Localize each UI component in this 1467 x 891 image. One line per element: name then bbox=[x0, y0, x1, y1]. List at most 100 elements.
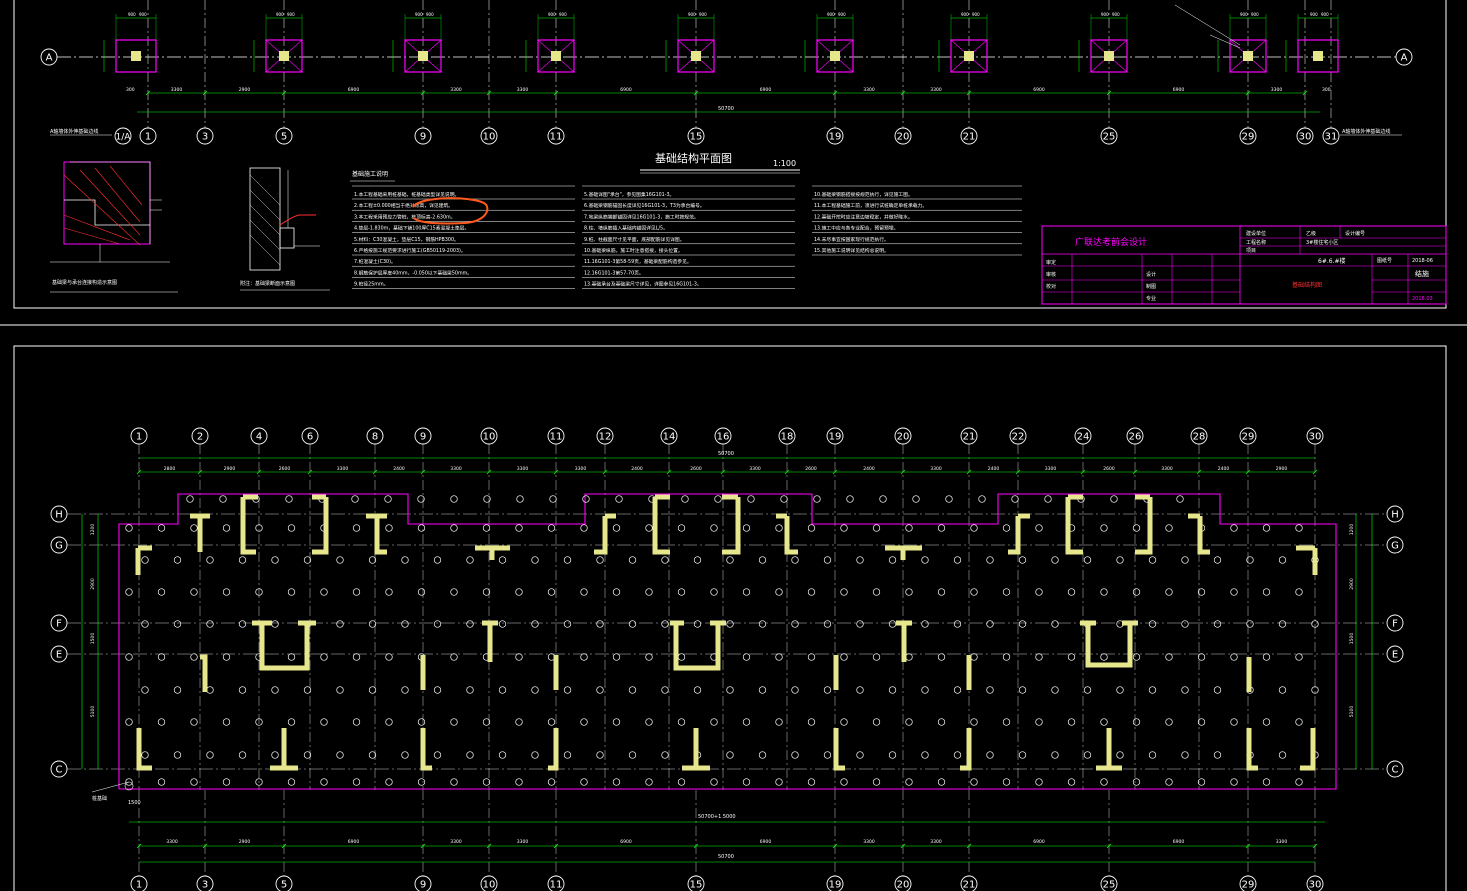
pile bbox=[352, 778, 361, 786]
pile bbox=[206, 620, 214, 628]
plan-bottom-axis-29-label: 29 bbox=[1242, 880, 1255, 891]
pile bbox=[1197, 778, 1206, 786]
pile bbox=[986, 556, 994, 564]
role-label-2: 设计 bbox=[1146, 271, 1156, 278]
pile bbox=[498, 751, 507, 759]
cap-dim-text: 900 bbox=[699, 12, 707, 17]
plan-dim-tick-bottom bbox=[900, 843, 906, 849]
pile bbox=[661, 751, 669, 759]
pile bbox=[945, 495, 953, 503]
top-axis-10-circle bbox=[480, 127, 498, 145]
pile bbox=[547, 588, 556, 596]
pile bbox=[1278, 556, 1287, 564]
pile bbox=[515, 653, 523, 661]
plan-top-axis-18-label: 18 bbox=[781, 432, 794, 443]
pile bbox=[1181, 686, 1189, 694]
plan-bottom-axis-20-circle bbox=[894, 875, 912, 891]
pile bbox=[970, 524, 978, 532]
plan-dim-tick bbox=[666, 469, 672, 475]
pile bbox=[645, 524, 653, 532]
plan-dim-text-top: 2400 bbox=[988, 466, 1000, 472]
plan-dim-tick-bottom bbox=[553, 843, 559, 849]
top-axis-20-circle bbox=[894, 127, 912, 145]
plan-top-axis-30-label: 30 bbox=[1309, 432, 1322, 443]
top-dim-text: 6900 bbox=[620, 87, 632, 93]
plan-top-axis-16-circle bbox=[714, 427, 732, 445]
plan-left-axis-H-label: H bbox=[55, 510, 63, 521]
top-dim-text: 3300 bbox=[930, 87, 942, 93]
plan-top-axis-20-circle bbox=[894, 427, 912, 445]
cap-dim-text: 900 bbox=[139, 12, 147, 17]
pile bbox=[970, 653, 978, 661]
cap-dim-text: 900 bbox=[838, 12, 846, 17]
plan-dim-text-bottom: 6900 bbox=[348, 839, 360, 845]
pile bbox=[681, 495, 689, 503]
plan-dim-text-top: 2400 bbox=[393, 466, 405, 472]
top-axis-25-label: 25 bbox=[1103, 132, 1116, 143]
detail-1 bbox=[50, 161, 170, 263]
pile bbox=[1051, 686, 1059, 694]
pile bbox=[1176, 495, 1184, 503]
plan-top-axis-14-label: 14 bbox=[663, 432, 676, 443]
pile bbox=[937, 653, 946, 661]
pile bbox=[157, 653, 166, 661]
pile bbox=[840, 588, 848, 596]
pile bbox=[840, 524, 848, 532]
pile-cap bbox=[115, 39, 157, 73]
pile bbox=[807, 718, 816, 726]
plan-top-axis-28-label: 28 bbox=[1193, 432, 1206, 443]
pile bbox=[580, 524, 588, 532]
shear-wall bbox=[1188, 513, 1210, 555]
pile bbox=[190, 778, 198, 786]
pile bbox=[628, 686, 637, 694]
pile bbox=[742, 524, 751, 532]
plan-dim-text-bottom: 3300 bbox=[517, 839, 529, 845]
axis-A-right-label: A bbox=[1401, 53, 1408, 64]
pile bbox=[582, 495, 590, 503]
shear-wall bbox=[1300, 728, 1316, 771]
plan-left-axis-C-label: C bbox=[56, 765, 63, 776]
pile bbox=[401, 751, 409, 759]
pile bbox=[1213, 686, 1222, 694]
plan-dim-text-top: 3300 bbox=[1045, 466, 1057, 472]
pile bbox=[1262, 718, 1271, 726]
pile bbox=[612, 778, 621, 786]
pile bbox=[141, 751, 149, 759]
top-total-dimension-top: 50700 bbox=[718, 106, 734, 112]
pile-cap bbox=[816, 39, 854, 73]
plan-bottom-axis-11-circle bbox=[547, 875, 565, 891]
pile bbox=[1051, 620, 1059, 628]
top-dim-tick bbox=[1302, 90, 1308, 96]
pile bbox=[417, 495, 425, 503]
pile bbox=[336, 751, 344, 759]
pile bbox=[1018, 620, 1027, 628]
pile bbox=[645, 653, 653, 661]
pile bbox=[937, 718, 946, 726]
title-block-sheet-no-label: 图纸号 bbox=[1377, 257, 1392, 264]
pile bbox=[549, 495, 557, 503]
pile bbox=[726, 556, 734, 564]
plan-top-axis-20-label: 20 bbox=[897, 432, 910, 443]
plan-dim-tick bbox=[1196, 469, 1202, 475]
corner-marker bbox=[124, 781, 134, 791]
plan-dim-tick-bottom bbox=[1245, 843, 1251, 849]
pile bbox=[516, 495, 524, 503]
pile bbox=[758, 556, 767, 564]
pile bbox=[888, 751, 897, 759]
pile bbox=[417, 524, 426, 532]
pile bbox=[628, 556, 637, 564]
pile bbox=[219, 495, 227, 503]
pile bbox=[840, 778, 848, 786]
pile bbox=[726, 751, 734, 759]
pile bbox=[714, 495, 722, 503]
top-axis-9-label: 9 bbox=[420, 132, 426, 143]
pile bbox=[872, 778, 881, 786]
plan-dim-text-top: 2900 bbox=[1276, 466, 1288, 472]
pile bbox=[186, 495, 194, 503]
title-block-row2-label: 工程名称 bbox=[1246, 239, 1266, 246]
plan-dim-tick bbox=[307, 469, 313, 475]
pile bbox=[303, 751, 312, 759]
pile bbox=[1132, 778, 1141, 786]
pile bbox=[255, 524, 263, 532]
